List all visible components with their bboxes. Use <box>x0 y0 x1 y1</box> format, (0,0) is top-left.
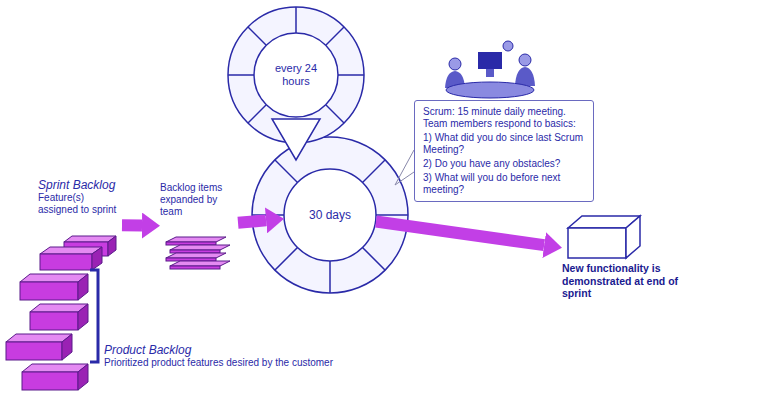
ring-separator <box>326 105 344 123</box>
flow-arrow <box>122 219 142 231</box>
backlog-items: Backlog items expanded by team <box>160 182 238 270</box>
node-text: Sprint Backlog <box>38 178 122 192</box>
ring-outline <box>284 169 376 261</box>
daily-cycle: every 24 hours <box>254 33 338 117</box>
ring-separator <box>275 160 298 183</box>
product-backlog-cubes <box>6 274 88 390</box>
person-head <box>503 41 513 51</box>
sheet <box>166 237 226 242</box>
ring-separator <box>376 214 408 216</box>
ring-separator <box>363 160 386 183</box>
ring-separator <box>338 74 364 76</box>
node-text: 30 days <box>309 208 351 222</box>
sprint-backlog-cubes <box>40 236 116 270</box>
sheet <box>170 245 230 250</box>
ring-separator <box>295 7 297 33</box>
box-side <box>626 216 640 258</box>
person-head <box>449 58 461 70</box>
ring-separator <box>275 248 298 271</box>
cube-side <box>108 236 116 256</box>
node-body-text: Prioritized product features desired by … <box>104 357 404 369</box>
sprint-backlog: Sprint BacklogFeature(s) assigned to spr… <box>38 178 122 272</box>
cube-top <box>20 274 88 282</box>
callout-pointer <box>395 150 414 185</box>
flow-arrow <box>238 220 266 222</box>
ring-band <box>241 20 351 130</box>
ring-separator <box>228 74 254 76</box>
cube-front <box>30 312 78 330</box>
cube-top <box>22 364 88 372</box>
ring-separator <box>248 27 266 45</box>
table <box>446 82 534 98</box>
monitor <box>478 52 502 69</box>
ring-separator <box>248 105 266 123</box>
node-body-text: 1) What did you do since last Scrum Meet… <box>423 132 585 156</box>
sprint-cycle: 30 days <box>284 169 376 261</box>
bracket <box>90 270 98 362</box>
cube-side <box>78 364 88 390</box>
meeting-picture <box>445 41 535 98</box>
cube-front <box>6 342 62 360</box>
sheet <box>170 261 230 266</box>
product-backlog: Product BacklogPrioritized product featu… <box>104 343 404 370</box>
sheet <box>166 253 226 258</box>
ring-band <box>268 153 392 277</box>
cube-front <box>22 372 78 390</box>
ring-separator <box>363 248 386 271</box>
pointer-line <box>395 172 414 185</box>
node-text: every 24 hours <box>260 62 332 88</box>
product-increment-box <box>568 216 640 258</box>
ring-outline <box>252 137 408 293</box>
sprint-cycle-ring <box>252 137 408 293</box>
ring-outline <box>254 33 338 117</box>
node-text: Backlog items expanded by team <box>160 182 238 218</box>
person-body <box>515 67 535 86</box>
node-body-text: 2) Do you have any obstacles? <box>423 158 585 170</box>
node-body-text: 3) What will you do before next meeting? <box>423 172 585 196</box>
meeting-callout: Scrum: 15 minute daily meeting. Team mem… <box>414 100 594 202</box>
box-front <box>568 228 626 258</box>
cube-front <box>20 282 78 300</box>
cube-top <box>6 334 72 342</box>
product-increment: New functionality is demonstrated at end… <box>562 212 680 300</box>
node-text: Scrum: 15 minute daily meeting. Team mem… <box>423 106 585 130</box>
cube-front <box>40 254 92 270</box>
cube-side <box>92 247 102 270</box>
daily-cycle-ring <box>228 7 364 160</box>
pointer-line <box>395 150 414 185</box>
node-text: Product Backlog <box>104 343 404 357</box>
ring-separator <box>326 27 344 45</box>
node-text: New functionality is demonstrated at end… <box>562 262 680 300</box>
node-body-text: Feature(s) assigned to sprint <box>38 192 122 216</box>
ring-separator <box>329 261 331 293</box>
cube-side <box>78 274 88 300</box>
person-head <box>519 54 531 66</box>
monitor-stand <box>486 69 494 77</box>
flow-arrow <box>376 221 544 245</box>
cube-side <box>62 334 72 360</box>
cycle-arrowhead <box>272 119 320 160</box>
backlog-sheets <box>166 237 230 269</box>
sheet-edge <box>170 266 220 269</box>
cube-side <box>78 304 88 330</box>
ring-separators <box>228 7 364 123</box>
cube-top <box>64 236 116 242</box>
